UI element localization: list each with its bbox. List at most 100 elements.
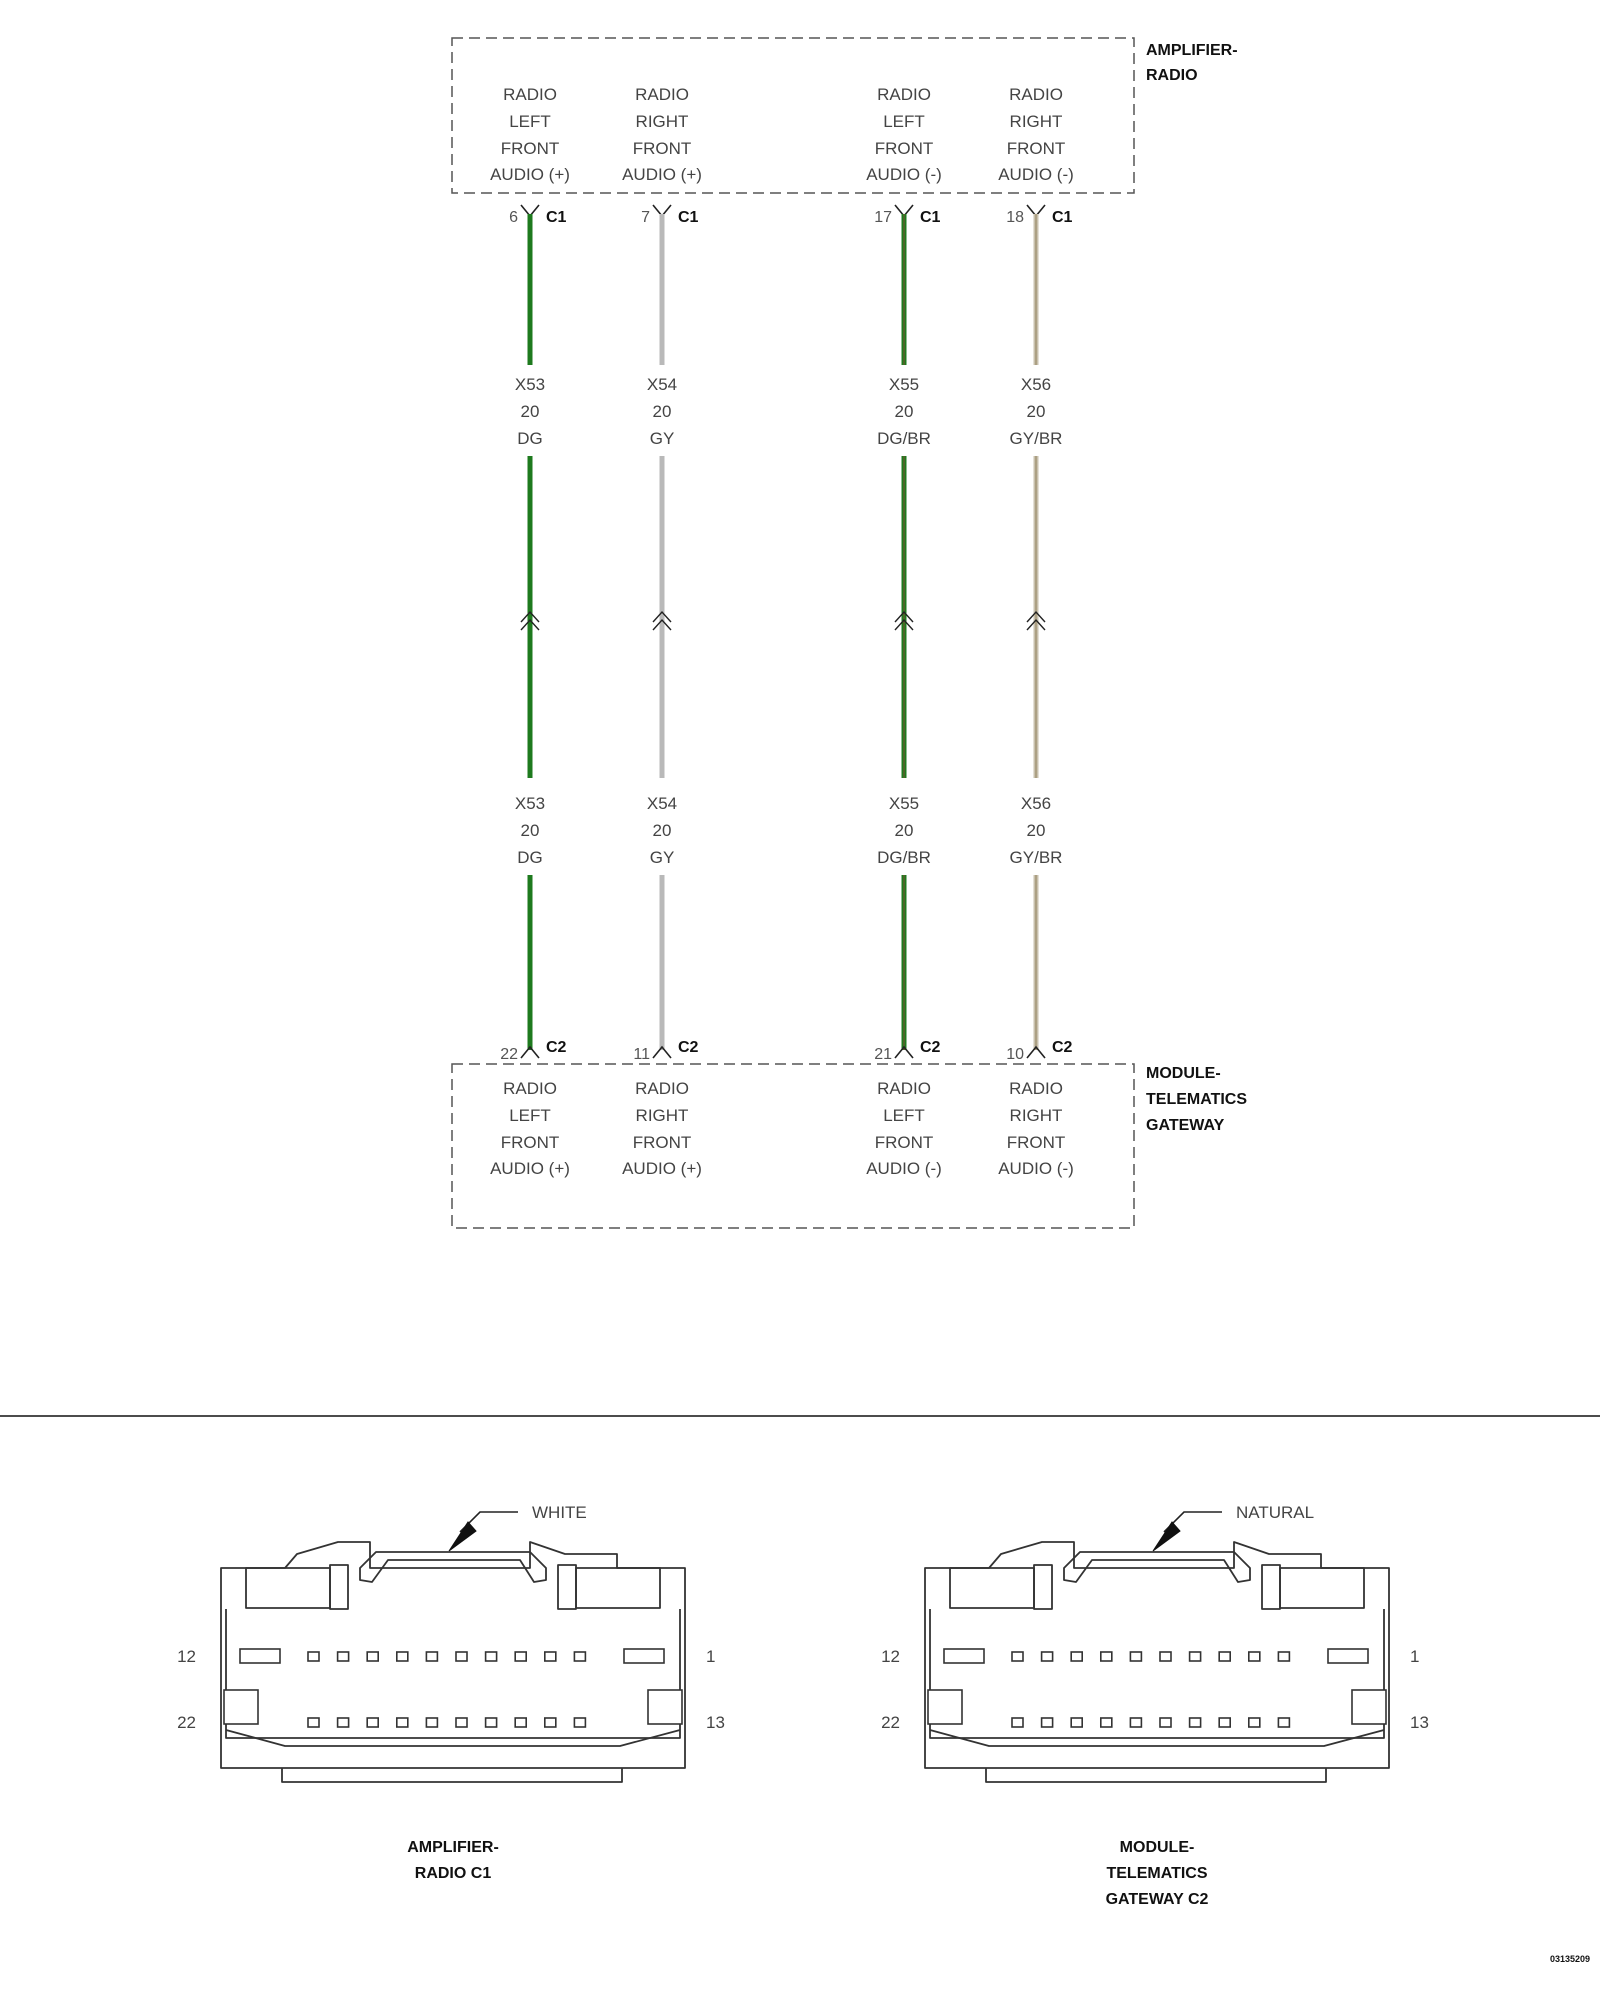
top-pin-function-line: LEFT <box>509 112 551 131</box>
pin-number-bottom-right: 13 <box>1410 1713 1429 1732</box>
top-pin-function-line: AUDIO (+) <box>622 165 702 184</box>
connector-top-recess <box>1279 1567 1365 1609</box>
inline-connector-icon <box>652 610 672 631</box>
pin-cavity <box>307 1717 320 1728</box>
wire-id: X56 <box>1021 794 1051 813</box>
pin-cavity <box>1129 1717 1143 1728</box>
top-pin-function-line: RADIO <box>1009 85 1063 104</box>
connector-top-recess <box>575 1567 661 1609</box>
connector-inner-outline <box>225 1609 681 1739</box>
connector-latch-tab <box>359 1551 547 1583</box>
connector-top-recess <box>245 1567 331 1609</box>
top-pin-function-line: AUDIO (-) <box>866 165 942 184</box>
pin-cavity <box>484 1651 498 1662</box>
pin-number-top-right: 1 <box>1410 1647 1419 1666</box>
top-pin-function-line: LEFT <box>883 112 925 131</box>
inline-connector-icon <box>520 610 540 631</box>
pin-number-top-left: 12 <box>881 1647 900 1666</box>
pin-cavity <box>1099 1717 1113 1728</box>
bottom-connector-id: C2 <box>1052 1039 1073 1056</box>
wire-color-code: GY/BR <box>1010 429 1063 448</box>
pin-cavity <box>543 1651 557 1662</box>
wire-gauge: 20 <box>1027 821 1046 840</box>
bottom-pin-function-line: AUDIO (-) <box>998 1159 1074 1178</box>
connector-latch-tab <box>1063 1551 1251 1583</box>
connector-latch-post <box>329 1564 349 1610</box>
connector-bottom-rail <box>985 1768 1327 1783</box>
pin-1-cavity <box>1327 1648 1369 1664</box>
pin-cavity <box>573 1717 587 1728</box>
pin-cavity <box>455 1717 468 1728</box>
bottom-connector-id: C2 <box>546 1039 567 1056</box>
pin-cavity <box>1070 1717 1084 1728</box>
top-connector-id: C1 <box>1052 209 1073 226</box>
pin-cavity <box>425 1717 439 1728</box>
bottom-pin-function-line: AUDIO (+) <box>490 1159 570 1178</box>
pin-cavity <box>1188 1651 1202 1662</box>
wire-gauge: 20 <box>895 821 914 840</box>
inline-connector-icon <box>1026 610 1046 631</box>
pin-cavity <box>1247 1651 1261 1662</box>
pin-12-cavity <box>239 1648 281 1664</box>
connector-bottom-rail <box>281 1768 623 1783</box>
connector-caption-line2: TELEMATICS <box>1106 1865 1207 1882</box>
wire-gauge: 20 <box>653 402 672 421</box>
top-pin-function-line: RADIO <box>635 85 689 104</box>
wire-id: X55 <box>889 375 919 394</box>
pin-cavity <box>514 1651 528 1662</box>
top-pin-function-line: RIGHT <box>1010 112 1063 131</box>
top-pin-function-line: FRONT <box>633 139 692 158</box>
pin-cavity <box>336 1717 350 1728</box>
wire-gauge: 20 <box>1027 402 1046 421</box>
bottom-pin-function-line: RIGHT <box>1010 1106 1063 1125</box>
pin-cavity <box>1218 1651 1232 1662</box>
amplifier-radio-module-box <box>451 37 1135 194</box>
pin-1-cavity <box>623 1648 665 1664</box>
wire-color-code: GY <box>650 848 675 867</box>
bottom-connector-terminal-icon <box>1026 1045 1046 1059</box>
pin-cavity <box>1159 1651 1172 1662</box>
pin-number-bottom-left: 22 <box>881 1713 900 1732</box>
bottom-pin-function-line: AUDIO (+) <box>622 1159 702 1178</box>
pin-cavity <box>1011 1717 1024 1728</box>
figure-number: 03135209 <box>1550 1954 1590 1964</box>
bottom-pin-function-line: AUDIO (-) <box>866 1159 942 1178</box>
top-pin-number: 7 <box>641 209 650 226</box>
wire-color-code: DG <box>517 848 543 867</box>
pin-cavity <box>1188 1717 1202 1728</box>
wire-gauge: 20 <box>521 402 540 421</box>
pin-22-cavity <box>927 1689 963 1725</box>
pin-cavity <box>366 1717 380 1728</box>
pin-cavity <box>1040 1651 1054 1662</box>
bottom-connector-terminal-icon <box>520 1045 540 1059</box>
bottom-module-name-line1: MODULE- <box>1146 1065 1221 1082</box>
wire-color-code: GY/BR <box>1010 848 1063 867</box>
wire-color-code: DG <box>517 429 543 448</box>
top-pin-function-line: AUDIO (+) <box>490 165 570 184</box>
top-pin-function-line: FRONT <box>501 139 560 158</box>
pin-13-cavity <box>1351 1689 1387 1725</box>
pin-number-bottom-left: 22 <box>177 1713 196 1732</box>
wire-color-code: DG/BR <box>877 848 931 867</box>
wire-id: X55 <box>889 794 919 813</box>
top-pin-number: 18 <box>1006 209 1024 226</box>
bottom-pin-function-line: RADIO <box>877 1079 931 1098</box>
pin-22-cavity <box>223 1689 259 1725</box>
pin-cavity <box>307 1651 320 1662</box>
wire-id: X54 <box>647 375 677 394</box>
pin-number-top-right: 1 <box>706 1647 715 1666</box>
bottom-connector-id: C2 <box>678 1039 699 1056</box>
inline-connector-icon <box>894 610 914 631</box>
bottom-pin-function-line: RADIO <box>503 1079 557 1098</box>
bottom-pin-function-line: FRONT <box>875 1133 934 1152</box>
top-pin-function-line: FRONT <box>875 139 934 158</box>
bottom-pin-function-line: RADIO <box>635 1079 689 1098</box>
pin-cavity <box>1247 1717 1261 1728</box>
top-pin-function-line: RIGHT <box>636 112 689 131</box>
